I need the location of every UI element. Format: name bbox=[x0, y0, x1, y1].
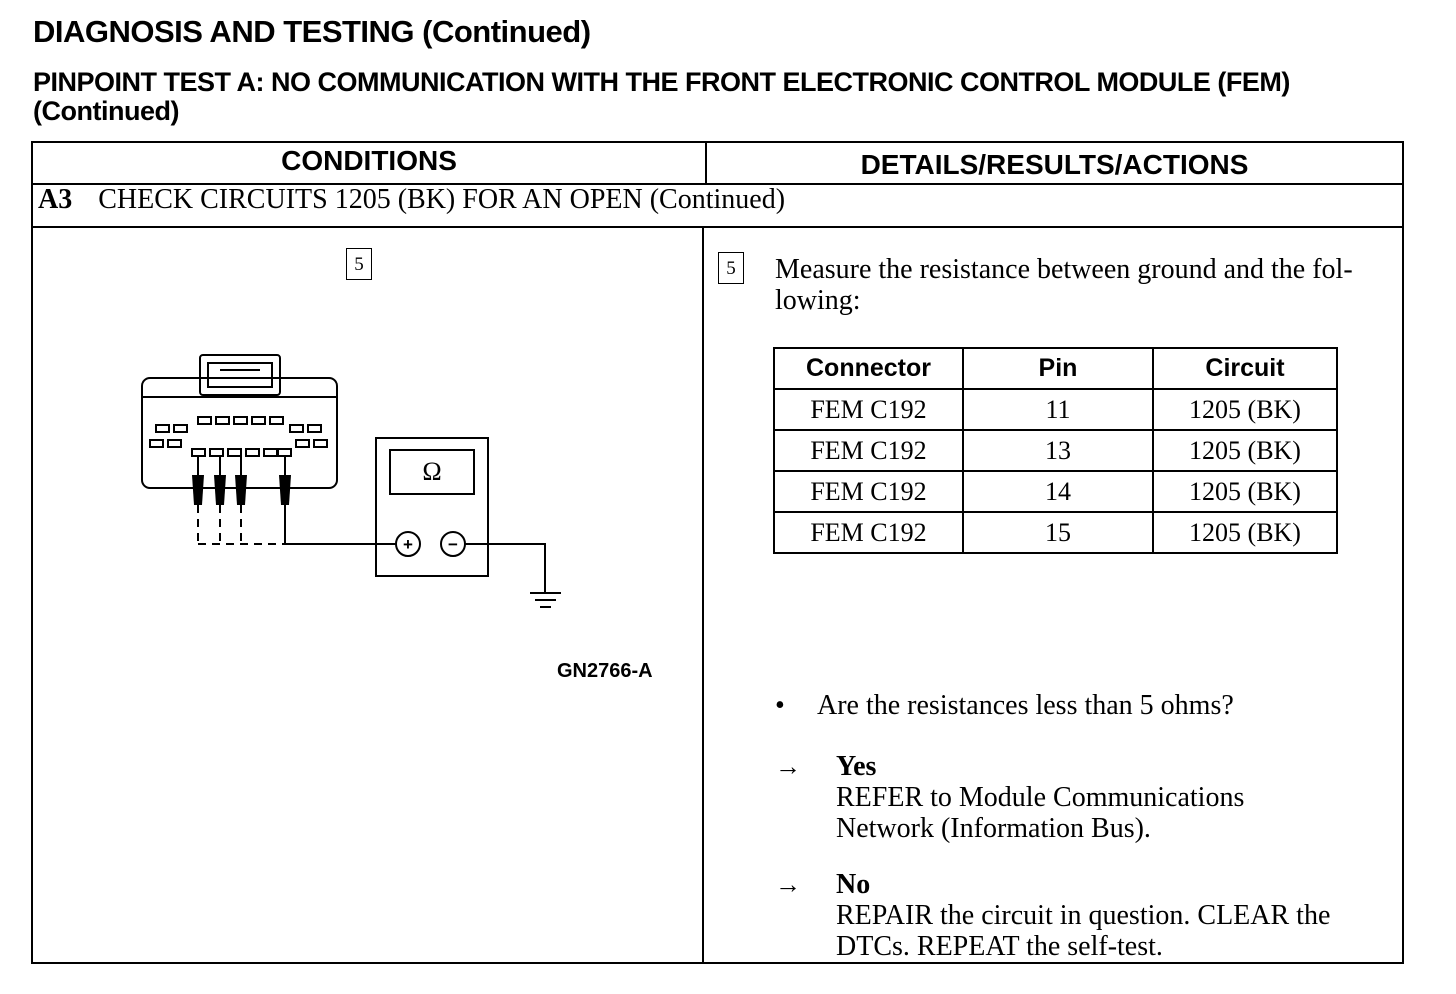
pin-cell: 11 bbox=[962, 388, 1154, 431]
table-row: FEM C192 13 1205 (BK) bbox=[773, 429, 1338, 472]
circuit-cell: 1205 (BK) bbox=[1152, 470, 1338, 513]
pin-table-header: Pin bbox=[962, 347, 1154, 390]
table-row: FEM C192 11 1205 (BK) bbox=[773, 388, 1338, 431]
pin-table-header: Circuit bbox=[1152, 347, 1338, 390]
step-row: A3 CHECK CIRCUITS 1205 (BK) FOR AN OPEN (… bbox=[38, 184, 785, 216]
table-top-border bbox=[31, 141, 1404, 143]
column-divider-top bbox=[705, 141, 707, 185]
no-result: No REPAIR the circuit in question. CLEAR… bbox=[836, 869, 1396, 962]
test-probe bbox=[235, 475, 247, 505]
no-action: REPAIR the circuit in question. CLEAR th… bbox=[836, 900, 1331, 962]
test-probe bbox=[214, 475, 226, 505]
yes-action: REFER to Module Communications Network (… bbox=[836, 782, 1245, 844]
ohmmeter-body bbox=[375, 437, 489, 577]
no-arrow-icon: → bbox=[775, 870, 801, 899]
test-probe bbox=[192, 475, 204, 505]
conditions-step-number: 5 bbox=[346, 248, 372, 280]
step-title: CHECK CIRCUITS 1205 (BK) FOR AN OPEN (Co… bbox=[98, 184, 786, 215]
yes-arrow-icon: → bbox=[775, 752, 801, 781]
figure-label: GN2766-A bbox=[557, 660, 653, 682]
yes-label: Yes bbox=[836, 751, 877, 782]
table-bottom-border bbox=[31, 962, 1404, 964]
table-row: FEM C192 14 1205 (BK) bbox=[773, 470, 1338, 513]
test-probe bbox=[279, 475, 291, 505]
circuit-cell: 1205 (BK) bbox=[1152, 429, 1338, 472]
details-column-header: DETAILS/RESULTS/ACTIONS bbox=[860, 149, 1249, 180]
header-row-bottom-border bbox=[31, 183, 1404, 185]
test-question: • Are the resistances less than 5 ohms? bbox=[775, 690, 1234, 722]
table-left-border bbox=[31, 141, 33, 964]
step-row-bottom-border bbox=[31, 226, 1404, 228]
circuit-cell: 1205 (BK) bbox=[1152, 388, 1338, 431]
connector-cell: FEM C192 bbox=[773, 511, 964, 554]
table-right-border bbox=[1402, 141, 1404, 964]
column-divider-body bbox=[702, 226, 704, 964]
conditions-column-header: CONDITIONS bbox=[281, 145, 457, 176]
step-id: A3 bbox=[38, 184, 73, 215]
question-text: Are the resistances less than 5 ohms? bbox=[817, 690, 1234, 721]
bullet-icon: • bbox=[775, 690, 785, 721]
pin-table-header: Connector bbox=[773, 347, 964, 390]
pinpoint-test-title: PINPOINT TEST A: NO COMMUNICATION WITH T… bbox=[33, 67, 1290, 126]
ohmmeter-display bbox=[389, 449, 475, 495]
details-step-number: 5 bbox=[718, 252, 744, 284]
measurement-instruction: Measure the resistance between ground an… bbox=[775, 254, 1353, 316]
ohm-symbol: Ω bbox=[422, 457, 441, 486]
circuit-cell: 1205 (BK) bbox=[1152, 511, 1338, 554]
connector-latch bbox=[199, 354, 281, 396]
connector-cell: FEM C192 bbox=[773, 470, 964, 513]
pin-table: Connector Pin Circuit FEM C192 11 1205 (… bbox=[773, 347, 1338, 554]
table-row: FEM C192 15 1205 (BK) bbox=[773, 511, 1338, 554]
pin-cell: 14 bbox=[962, 470, 1154, 513]
pin-cell: 13 bbox=[962, 429, 1154, 472]
connector-cell: FEM C192 bbox=[773, 429, 964, 472]
ohmmeter-connector-diagram: Ω + − bbox=[141, 354, 561, 608]
no-label: No bbox=[836, 869, 871, 900]
yes-result: Yes REFER to Module Communications Netwo… bbox=[836, 751, 1396, 844]
page-title: DIAGNOSIS AND TESTING (Continued) bbox=[33, 14, 591, 49]
plus-sign: + bbox=[403, 535, 413, 554]
connector-cell: FEM C192 bbox=[773, 388, 964, 431]
pin-cell: 15 bbox=[962, 511, 1154, 554]
pin-table-header-row: Connector Pin Circuit bbox=[773, 347, 1338, 390]
minus-sign: − bbox=[448, 535, 458, 554]
